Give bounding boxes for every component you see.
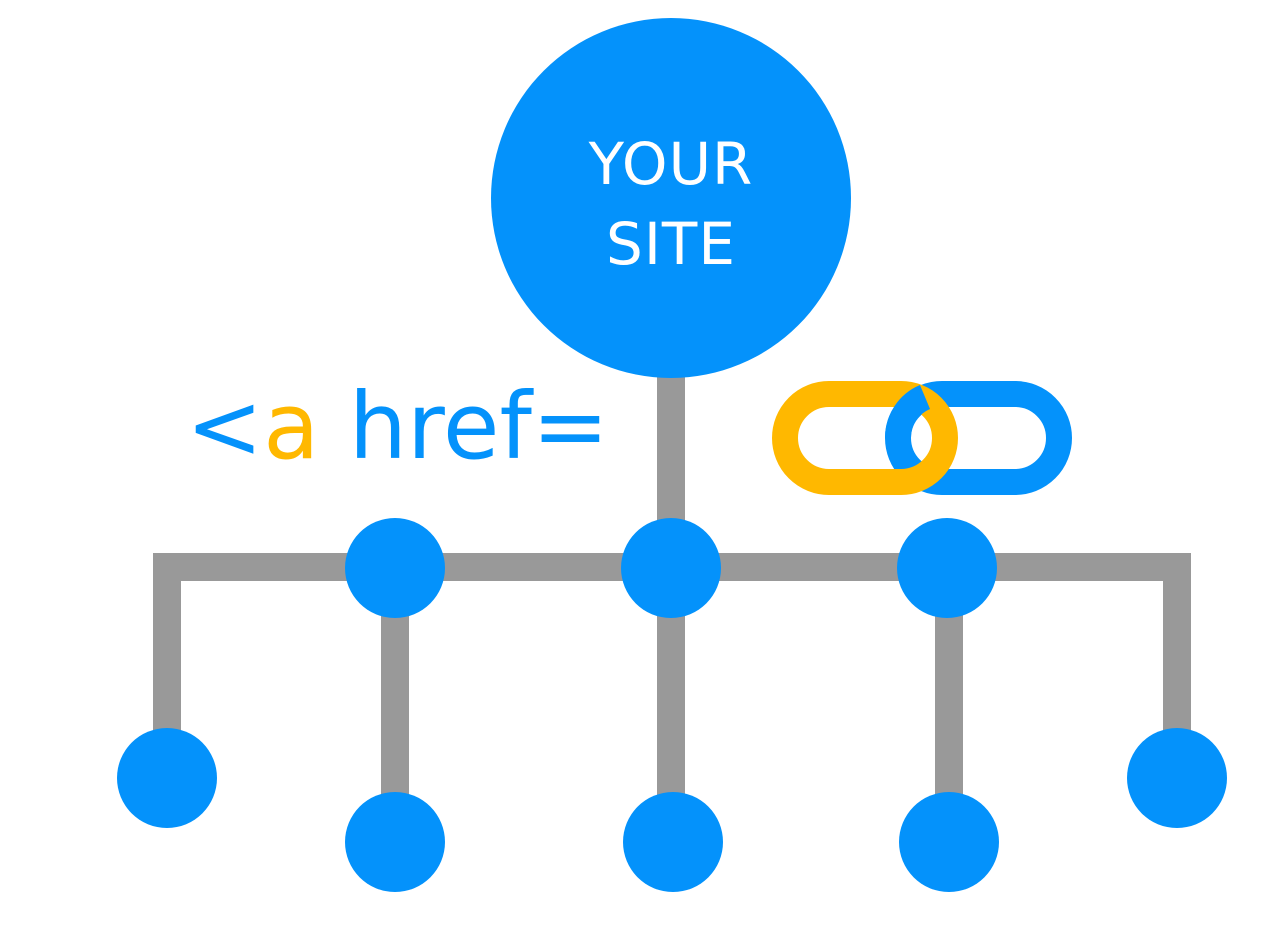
node-leaf-far-left — [117, 728, 217, 828]
node-tier2-left — [345, 518, 445, 618]
hub-label-line2: SITE — [606, 210, 736, 278]
code-bracket: < — [186, 373, 263, 480]
hub-label-line1: YOUR — [588, 130, 754, 198]
node-tier2-center — [621, 518, 721, 618]
node-leaf-center — [623, 792, 723, 892]
chain-link-icon — [772, 381, 1072, 495]
second-tier-nodes — [345, 518, 997, 618]
code-tag: a — [263, 373, 319, 480]
node-leaf-left — [345, 792, 445, 892]
chain-link-overlap — [885, 385, 931, 439]
chain-link-front-segment — [772, 381, 958, 495]
hub-node: YOUR SITE — [491, 18, 851, 378]
code-snippet: <a href= — [186, 373, 609, 480]
hub-circle — [491, 18, 851, 378]
node-tier2-right — [897, 518, 997, 618]
leaf-nodes — [117, 728, 1227, 892]
node-leaf-far-right — [1127, 728, 1227, 828]
code-attribute: href= — [319, 373, 608, 480]
node-leaf-right — [899, 792, 999, 892]
